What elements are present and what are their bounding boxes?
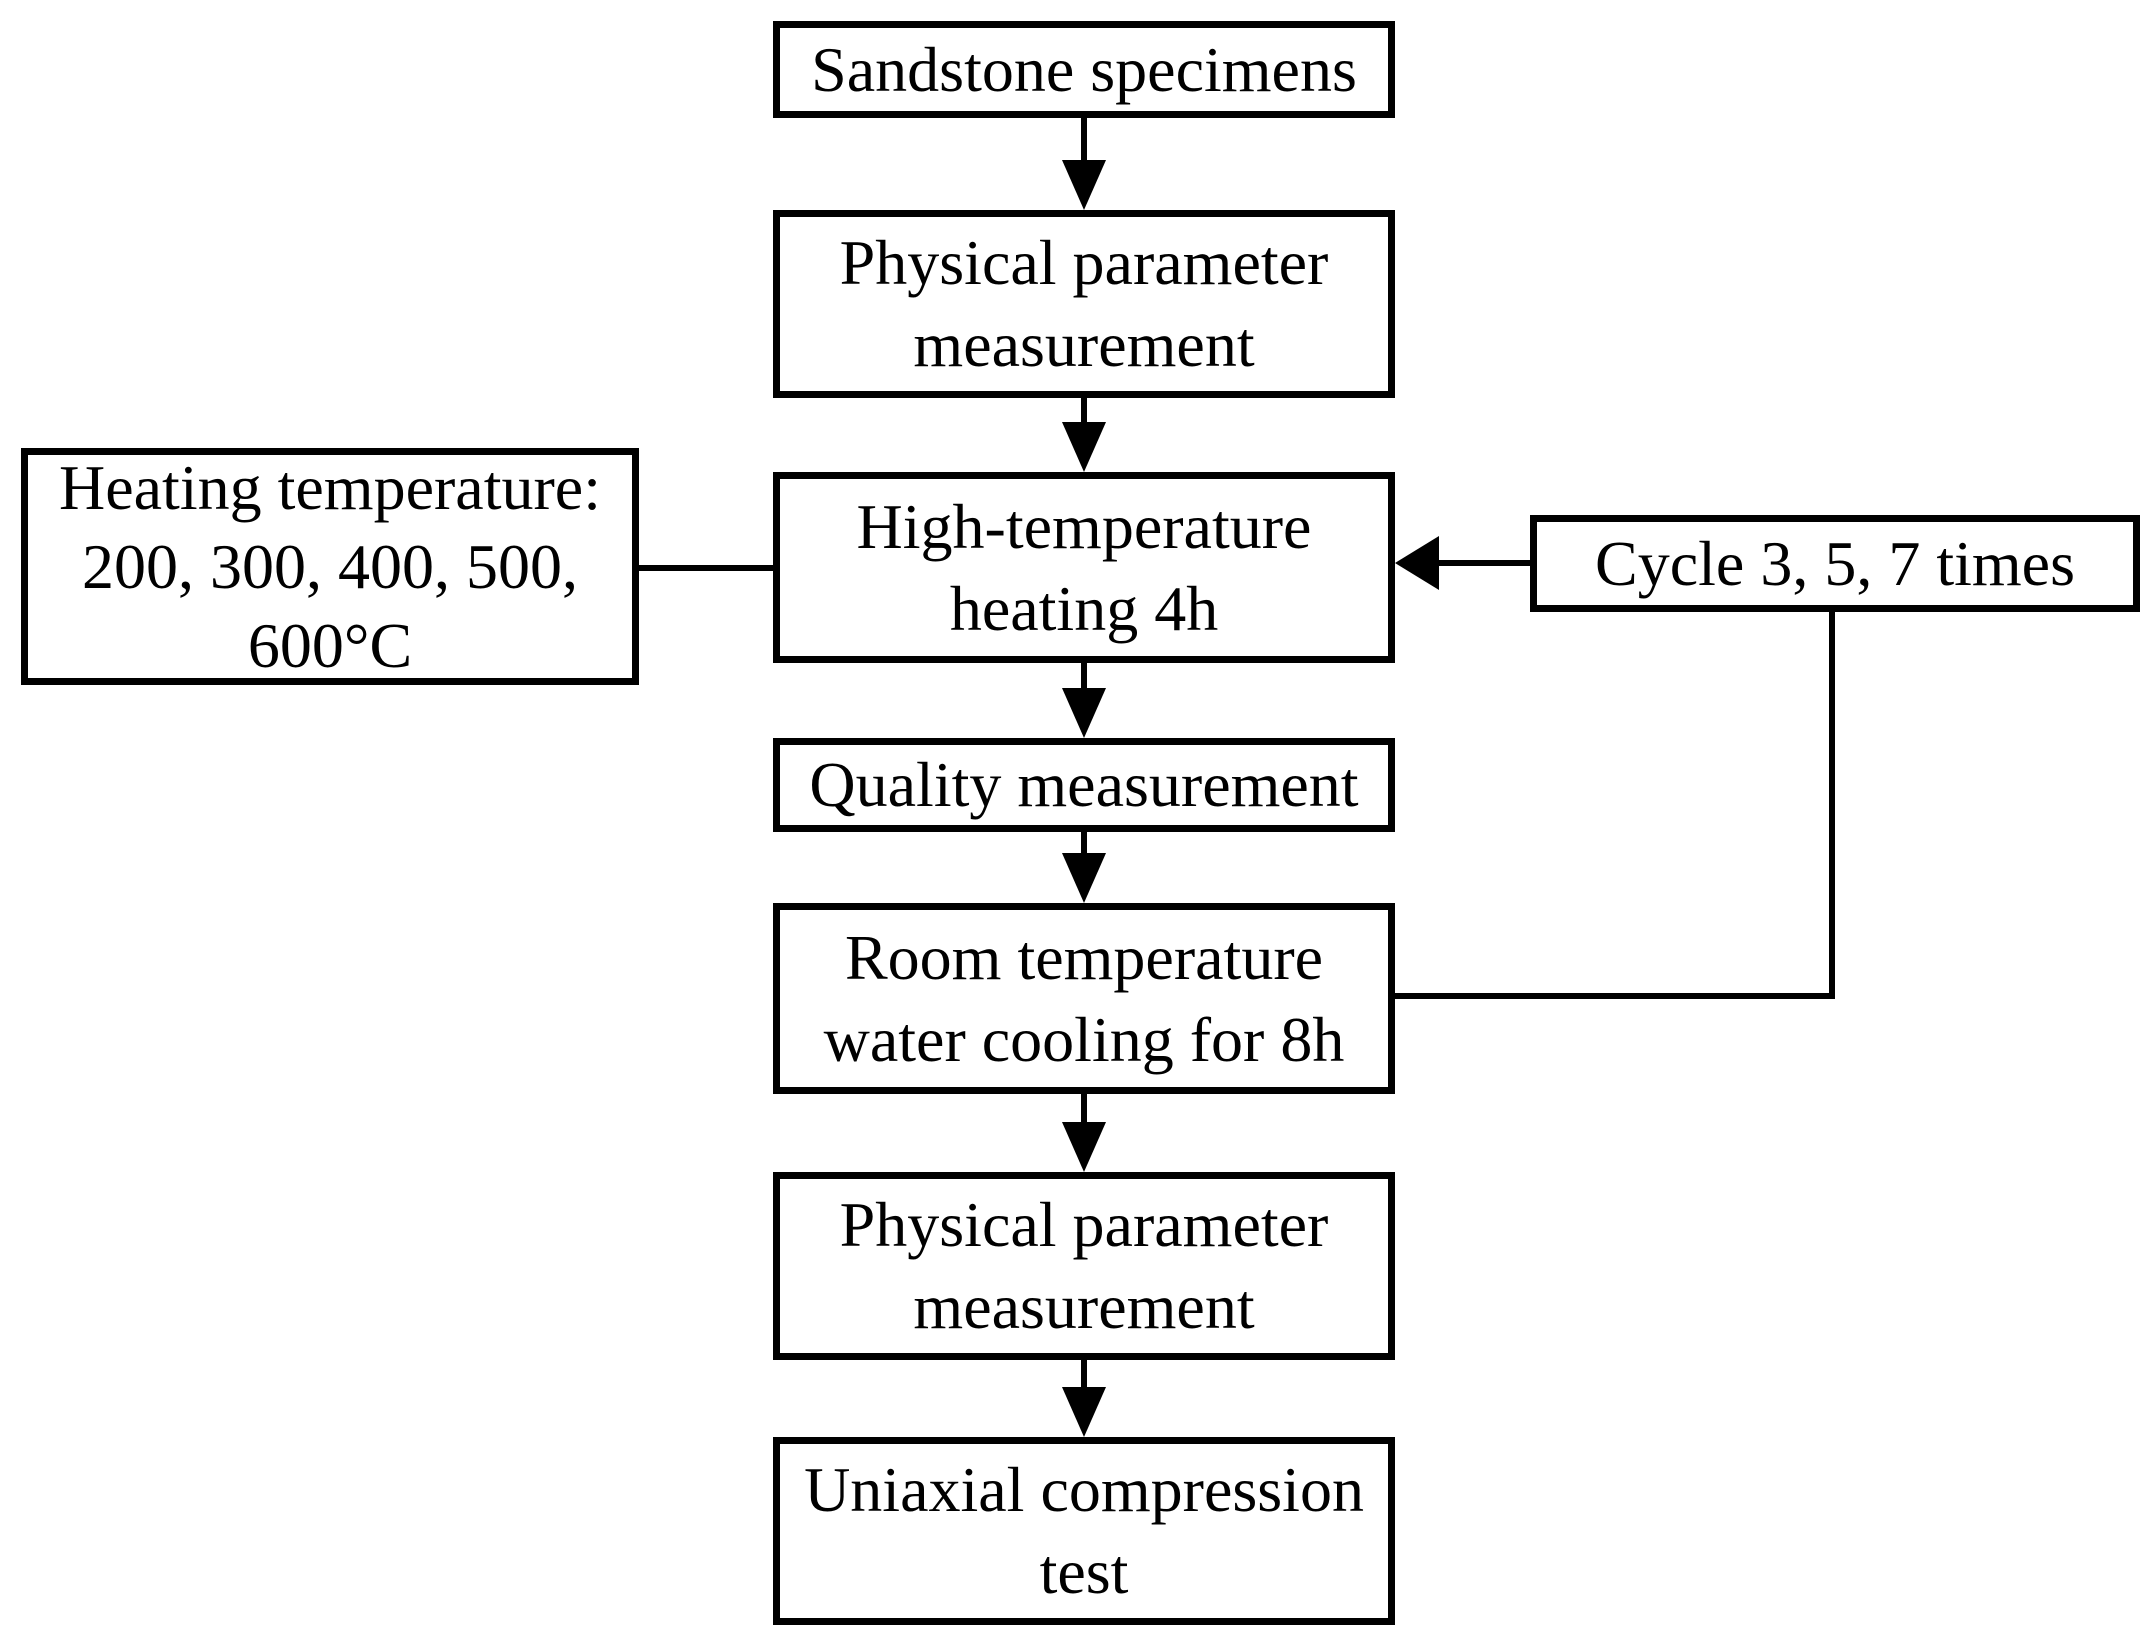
arrow-down-head-icon xyxy=(1062,160,1106,210)
node-heating-temperature-levels: Heating temperature: 200, 300, 400, 500,… xyxy=(21,448,639,685)
arrow-shaft xyxy=(1081,118,1087,160)
connector-cycle-to-cooling-vertical xyxy=(1829,612,1835,999)
arrow-down-head-icon xyxy=(1062,1387,1106,1437)
node-sandstone-specimens: Sandstone specimens xyxy=(773,21,1395,118)
arrow-down-head-icon xyxy=(1062,853,1106,903)
arrow-shaft xyxy=(1081,398,1087,422)
arrow-quality-to-cooling xyxy=(1062,832,1106,903)
arrow-heating-to-quality xyxy=(1062,663,1106,738)
arrow-cooling-to-physical2 xyxy=(1062,1094,1106,1172)
arrow-shaft xyxy=(1081,663,1087,688)
node-cycle-times: Cycle 3, 5, 7 times xyxy=(1530,515,2140,612)
connector-heating-temp-to-heating xyxy=(639,565,773,571)
arrow-left-head-icon xyxy=(1395,536,1439,590)
arrow-down-head-icon xyxy=(1062,422,1106,472)
node-physical-parameter-measurement-1: Physical parameter measurement xyxy=(773,210,1395,398)
arrow-down-head-icon xyxy=(1062,688,1106,738)
node-high-temperature-heating: High-temperature heating 4h xyxy=(773,472,1395,663)
arrow-shaft xyxy=(1081,1360,1087,1387)
arrow-shaft xyxy=(1439,560,1530,566)
arrow-physical1-to-heating xyxy=(1062,398,1106,472)
node-physical-parameter-measurement-2: Physical parameter measurement xyxy=(773,1172,1395,1360)
arrow-shaft xyxy=(1081,1094,1087,1122)
arrow-sandstone-to-physical1 xyxy=(1062,118,1106,210)
node-uniaxial-compression-test: Uniaxial compression test xyxy=(773,1437,1395,1625)
arrow-shaft xyxy=(1081,832,1087,853)
arrow-physical2-to-uniaxial xyxy=(1062,1360,1106,1437)
arrow-down-head-icon xyxy=(1062,1122,1106,1172)
connector-cycle-to-cooling-horizontal xyxy=(1395,993,1835,999)
arrow-cycle-to-heating xyxy=(1395,536,1530,590)
node-room-temperature-water-cooling: Room temperature water cooling for 8h xyxy=(773,903,1395,1094)
node-quality-measurement: Quality measurement xyxy=(773,738,1395,832)
